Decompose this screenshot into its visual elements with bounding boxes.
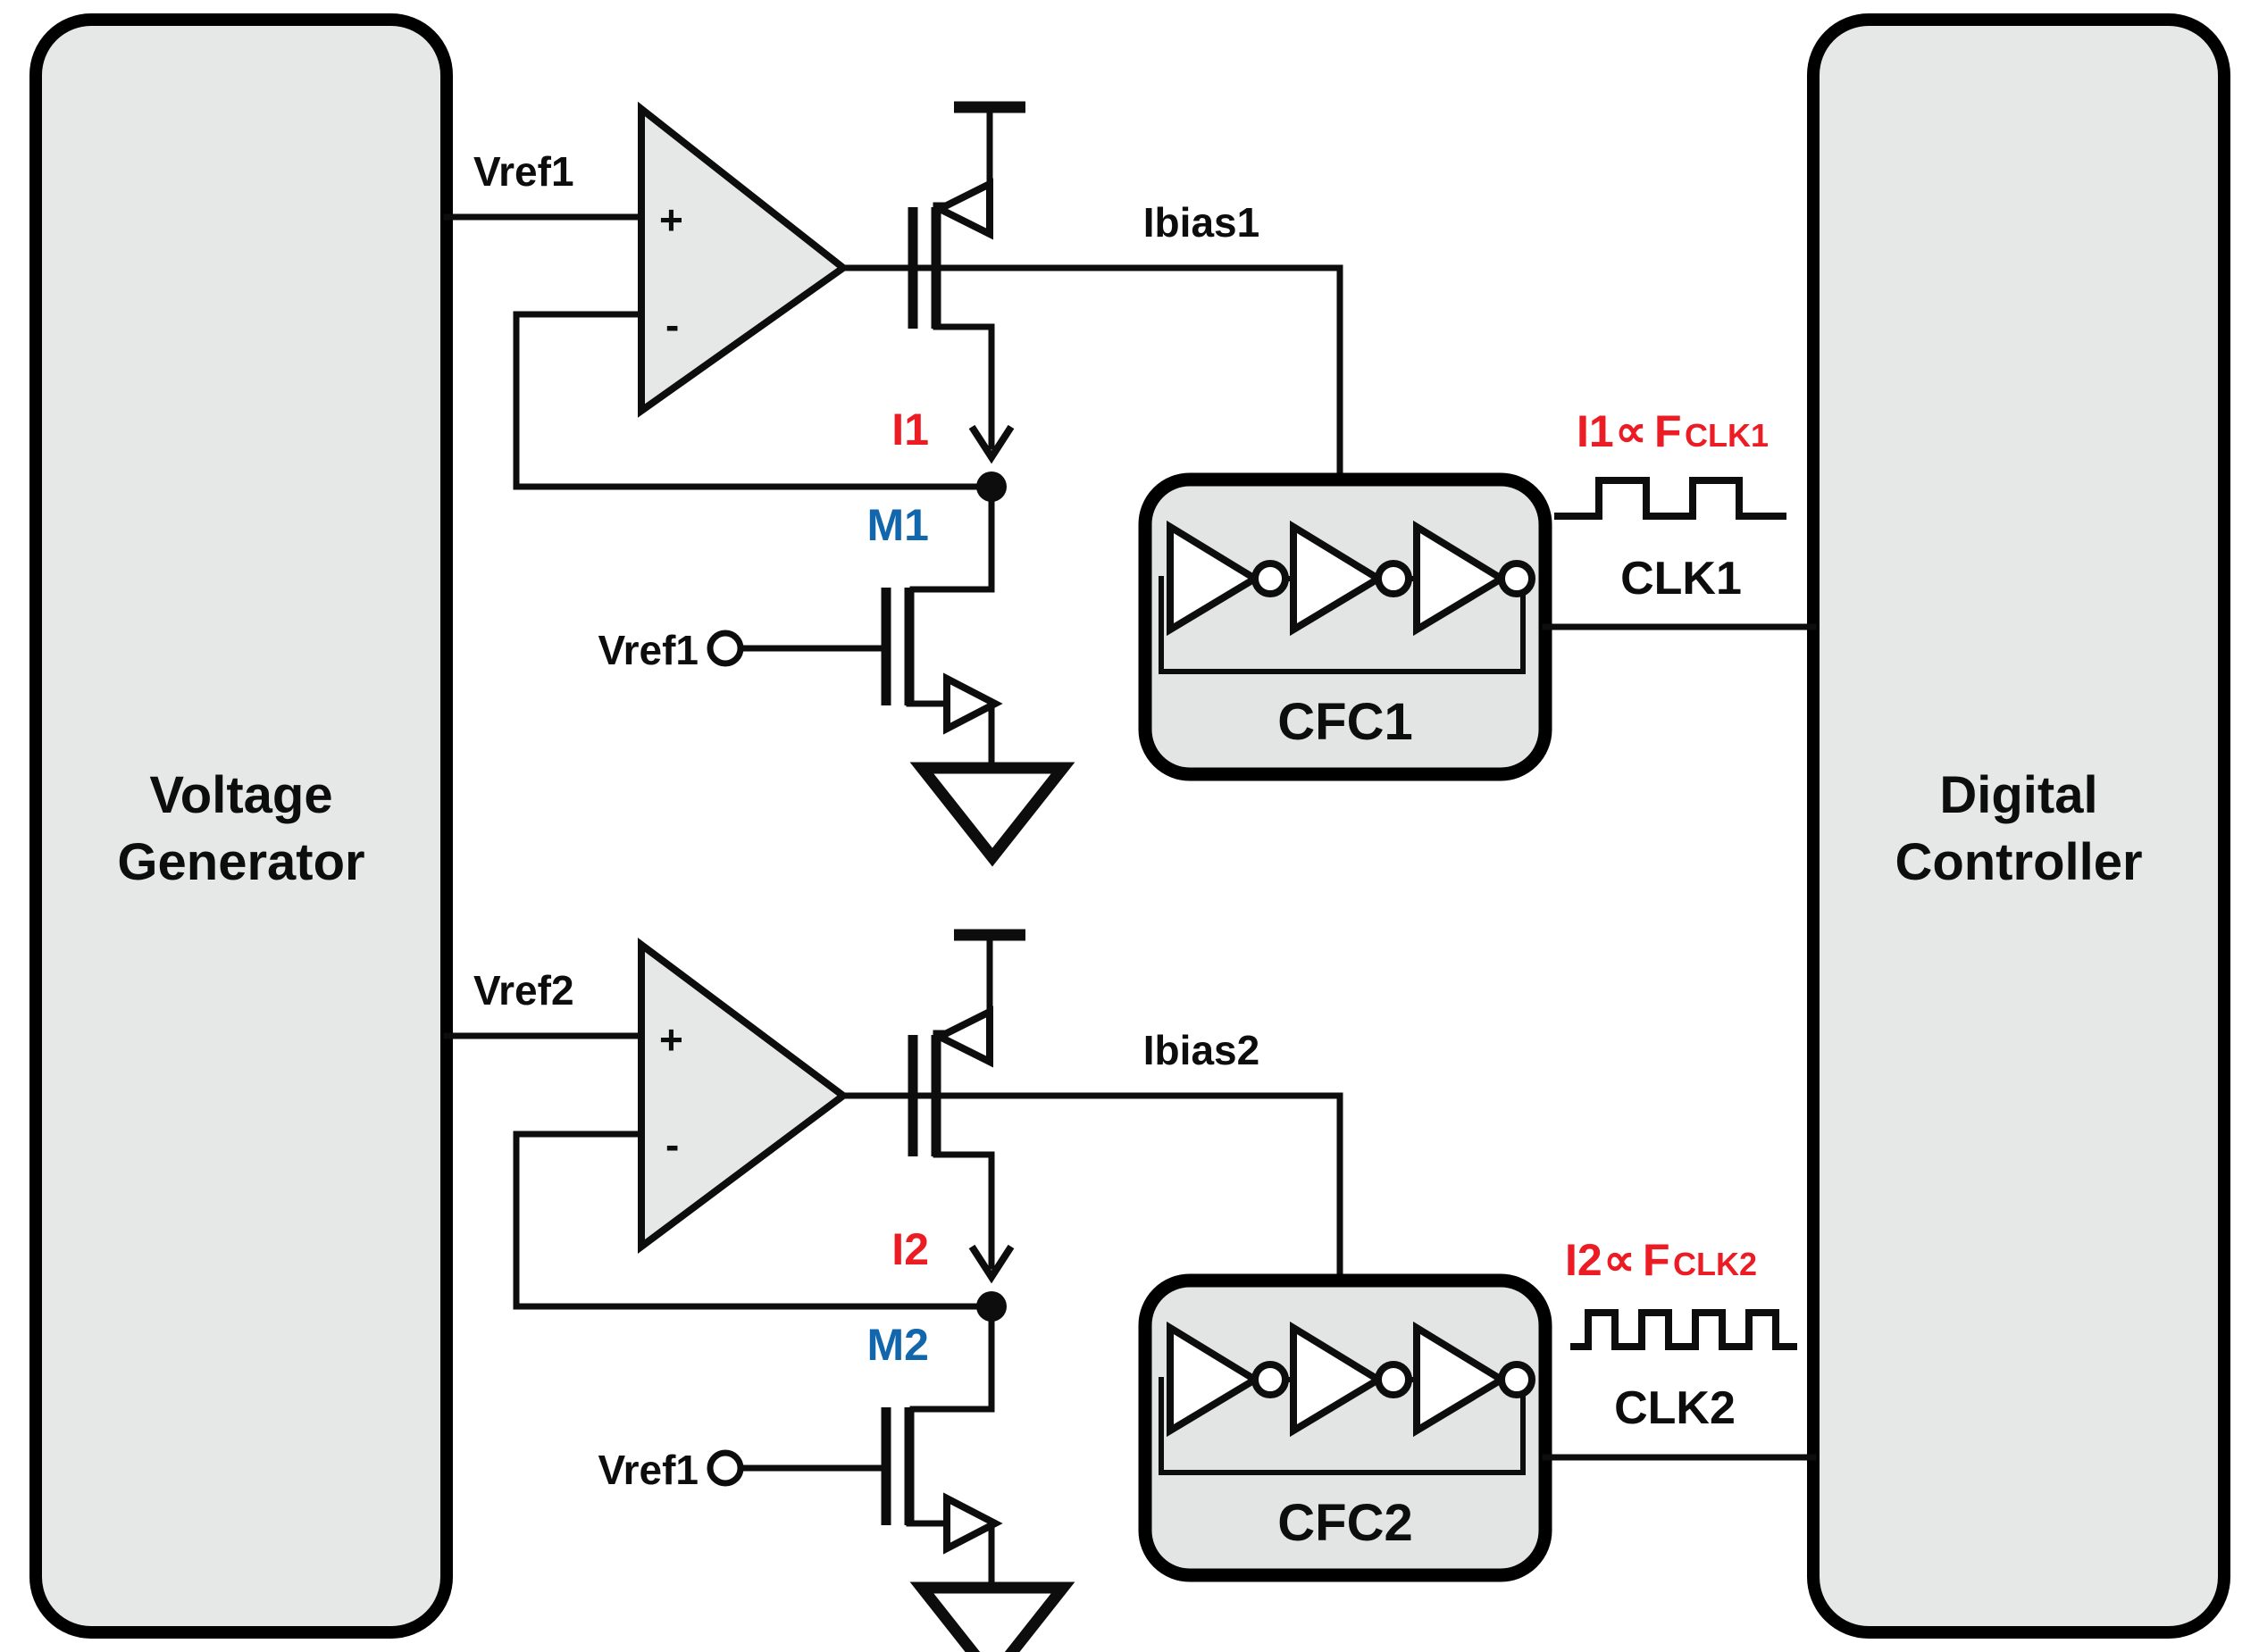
pmos1-body-arrow-icon xyxy=(932,178,993,240)
i1-current-indicator: I1 xyxy=(891,405,1015,464)
voltage-generator-label-line2: Generator xyxy=(117,833,364,891)
opamp1-triangle[interactable] xyxy=(638,101,849,418)
i2-relation-subscript: CLK2 xyxy=(1673,1246,1757,1282)
vref1-label: Vref1 xyxy=(473,148,574,195)
cfc1-inverter-bubble-2 xyxy=(1375,560,1412,597)
cfc2-inverter-icon-1 xyxy=(1167,1321,1262,1438)
cfc1-block[interactable]: CFC1 xyxy=(1138,472,1552,781)
ibias1-net: Ibias1 xyxy=(909,199,1343,508)
ibias2-net: Ibias2 xyxy=(909,1027,1343,1309)
cfc2-inverter-icon-3 xyxy=(1413,1321,1509,1438)
cfc2-label: CFC2 xyxy=(1277,1494,1412,1552)
opamp1-feedback-wire xyxy=(513,311,995,490)
clk1-waveform xyxy=(1554,477,1786,520)
ground-symbol-icon-1 xyxy=(909,762,1075,867)
clk1-label: CLK1 xyxy=(1620,553,1742,605)
vref1-gate-label-1: Vref1 xyxy=(598,627,699,673)
i1-current-arrow-icon xyxy=(968,424,1015,464)
vref1-gate-pin-1[interactable]: Vref1 xyxy=(598,627,744,673)
opamp1-feedback-net xyxy=(513,311,995,490)
opamp1-minus-label: - xyxy=(665,302,679,348)
i1-relation-prop-symbol: ∝ xyxy=(1615,406,1647,456)
vref1-gate-pin-2[interactable]: Vref1 xyxy=(598,1447,744,1493)
voltage-generator-box[interactable] xyxy=(29,13,453,1639)
opamp2-minus-label: - xyxy=(665,1122,679,1168)
clk2-net: CLK2 xyxy=(1542,1382,1817,1461)
m1-drain-wire xyxy=(909,483,995,593)
digital-controller-label-line2: Controller xyxy=(1895,833,2142,891)
i2-frequency-relation: I2 ∝ F CLK2 xyxy=(1565,1235,1757,1285)
cfc1-label: CFC1 xyxy=(1277,693,1412,751)
digital-controller-block[interactable]: Digital Controller xyxy=(1807,13,2230,1639)
cfc2-ring-feedback-wire xyxy=(1159,1377,1526,1475)
ibias2-label: Ibias2 xyxy=(1143,1027,1259,1073)
cfc2-inverter-bubble-2 xyxy=(1375,1361,1412,1398)
pmos1-drain-wire xyxy=(933,323,995,450)
cfc1-inverter-icon-3 xyxy=(1413,520,1509,637)
ground-symbol-icon-2 xyxy=(909,1581,1075,1652)
clk1-waveform-icon xyxy=(1554,477,1786,520)
cfc1-inverter-icon-1 xyxy=(1167,520,1262,637)
ibias1-label: Ibias1 xyxy=(1143,199,1259,246)
cfc2-inverter-bubble-1 xyxy=(1251,1361,1289,1398)
clk2-waveform xyxy=(1570,1309,1797,1350)
opamp2-feedback-net xyxy=(513,1131,995,1310)
nmos-m2[interactable] xyxy=(738,1407,1003,1591)
cfc1-ring-feedback-wire xyxy=(1159,576,1526,674)
ibias1-wire xyxy=(909,264,1343,508)
m2-body-arrow-icon xyxy=(943,1492,1003,1555)
i2-relation-prop-symbol: ∝ xyxy=(1603,1235,1636,1285)
clk1-net: CLK1 xyxy=(1542,553,1817,630)
i1-frequency-relation: I1 ∝ F CLK1 xyxy=(1577,406,1769,456)
cfc1-inverter-bubble-1 xyxy=(1251,560,1289,597)
clk2-label: CLK2 xyxy=(1614,1382,1736,1434)
input-pin-icon-2[interactable] xyxy=(707,1449,744,1487)
vref2-net: Vref2 xyxy=(443,967,645,1039)
vref1-net: Vref1 xyxy=(443,148,645,221)
m1-label: M1 xyxy=(867,500,929,550)
voltage-generator-block[interactable]: Voltage Generator xyxy=(29,13,453,1639)
i2-relation-main: I2 xyxy=(1565,1235,1602,1285)
ibias2-wire xyxy=(909,1092,1343,1309)
i2-label: I2 xyxy=(891,1224,929,1274)
m2-label: M2 xyxy=(867,1320,929,1370)
cfc2-block[interactable]: CFC2 xyxy=(1138,1273,1552,1582)
voltage-generator-label-line1: Voltage xyxy=(149,766,332,824)
ground-2 xyxy=(909,1581,1075,1652)
ground-1 xyxy=(909,762,1075,867)
pmos2-drain-wire xyxy=(933,1151,995,1270)
clk2-waveform-icon xyxy=(1570,1309,1797,1350)
input-pin-icon-1[interactable] xyxy=(707,630,744,667)
vref1-gate-label-2: Vref1 xyxy=(598,1447,699,1493)
opamp1[interactable]: + - xyxy=(638,101,849,418)
opamp2[interactable]: + - xyxy=(638,938,849,1254)
cfc2-inverter-icon-2 xyxy=(1290,1321,1385,1438)
i1-relation-main: I1 xyxy=(1577,406,1614,456)
vref2-label: Vref2 xyxy=(473,967,574,1014)
cfc1-inverter-bubble-3 xyxy=(1498,560,1535,597)
opamp2-feedback-wire xyxy=(513,1131,995,1310)
opamp2-plus-label: + xyxy=(659,1016,683,1063)
pmos2-body-arrow-icon xyxy=(932,1005,993,1068)
digital-controller-label-line1: Digital xyxy=(1939,766,2097,824)
i1-label: I1 xyxy=(891,405,929,455)
opamp1-plus-label: + xyxy=(659,196,683,243)
i2-relation-f: F xyxy=(1643,1235,1670,1285)
m2-drain-wire xyxy=(909,1303,995,1413)
i1-relation-subscript: CLK1 xyxy=(1685,417,1769,454)
i2-current-arrow-icon xyxy=(968,1244,1015,1284)
cfc1-inverter-icon-2 xyxy=(1290,520,1385,637)
m1-body-arrow-icon xyxy=(943,672,1003,735)
cfc2-inverter-bubble-3 xyxy=(1498,1361,1535,1398)
nmos-m1[interactable] xyxy=(738,588,1003,772)
digital-controller-box[interactable] xyxy=(1807,13,2230,1639)
opamp2-triangle[interactable] xyxy=(638,938,849,1254)
i2-current-indicator: I2 xyxy=(891,1224,1015,1284)
i1-relation-f: F xyxy=(1654,406,1682,456)
